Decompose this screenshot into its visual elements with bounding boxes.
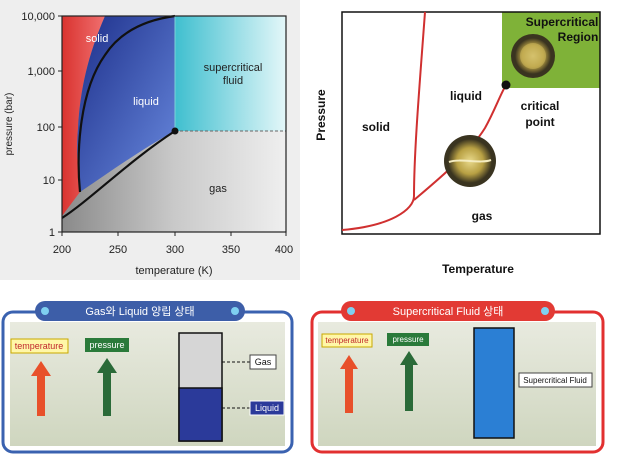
y-axis-label: Pressure — [314, 89, 328, 141]
critical-label: critical — [521, 99, 560, 113]
panel-title: Supercritical Fluid 상태 — [393, 305, 504, 318]
supercritical-label: Supercritical — [526, 15, 599, 29]
y-tick-label: 1,000 — [27, 66, 55, 78]
solid-label: solid — [362, 120, 390, 134]
fluid-label: fluid — [223, 75, 243, 87]
x-axis-label: Temperature — [442, 262, 514, 276]
pill-dot-icon — [41, 307, 49, 315]
temperature-up-arrow-icon — [31, 361, 51, 416]
pressure-up-arrow-icon — [97, 358, 117, 416]
gas-label: Gas — [255, 357, 272, 367]
y-tick-label: 1 — [49, 227, 55, 239]
x-tick-label: 200 — [53, 244, 71, 256]
liquid-label: liquid — [450, 89, 482, 103]
panel-title-pill — [35, 301, 245, 321]
pressure-label: pressure — [89, 340, 124, 350]
region-label: Region — [558, 30, 599, 44]
sketch-frame — [341, 11, 601, 235]
melting-curve — [341, 11, 426, 231]
liquid-tag — [249, 400, 285, 416]
x-axis-label: temperature (K) — [135, 265, 212, 277]
supercritical-panel: Supercritical Fluid 상태 temperature press… — [310, 301, 605, 454]
critical-point-marker — [501, 80, 511, 90]
pressure-tag — [387, 333, 429, 346]
pill-dot-icon — [231, 307, 239, 315]
two-phase-panel: Gas와 Liquid 양립 상태 temperature pressure G… — [1, 301, 294, 454]
phase-sketch: Supercritical Region liquid solid critic… — [314, 11, 601, 276]
gas-label: gas — [209, 183, 227, 195]
x-tick-label: 350 — [222, 244, 240, 256]
gas-tag — [249, 354, 277, 370]
pressure-label: pressure — [392, 335, 424, 344]
solid-label: solid — [86, 33, 109, 45]
y-axis-label: pressure (bar) — [4, 93, 15, 156]
temperature-label: temperature — [325, 336, 369, 345]
critical-point-marker — [171, 127, 179, 135]
panel-title: Gas와 Liquid 양립 상태 — [85, 305, 194, 318]
y-tick-label: 100 — [37, 122, 55, 134]
vaporization-curve — [413, 84, 507, 201]
temperature-label: temperature — [15, 341, 64, 351]
phase-chart: 10,000 1,000 100 10 1 200 250 300 350 40… — [0, 0, 300, 280]
supercritical-fluid-tag — [518, 372, 593, 388]
y-tick-label: 10 — [43, 175, 55, 187]
pressure-tag — [85, 338, 129, 352]
x-tick-label: 400 — [275, 244, 293, 256]
pressure-up-arrow-icon — [400, 351, 418, 411]
temperature-up-arrow-icon — [340, 355, 358, 413]
pill-dot-icon — [347, 307, 355, 315]
supercritical-fluid-fill — [473, 327, 515, 439]
plot-frame — [61, 15, 287, 233]
x-tick-label: 250 — [109, 244, 127, 256]
liquid-label: liquid — [133, 96, 159, 108]
supercritical-label: supercritical — [204, 62, 263, 74]
melting-curve — [77, 14, 176, 193]
vaporization-curve — [61, 130, 176, 219]
supercritical-sample-icon — [511, 34, 555, 78]
liquid-label: Liquid — [255, 403, 279, 413]
x-tick-label: 300 — [166, 244, 184, 256]
y-tick-label: 10,000 — [21, 11, 55, 23]
liquid-phase-fill — [178, 387, 223, 442]
liquid-gas-sample-icon — [444, 135, 496, 187]
supercritical-fluid-label: Supercritical Fluid — [523, 376, 587, 385]
temperature-tag — [321, 333, 373, 348]
supercritical-region — [175, 16, 286, 131]
solid-region — [62, 16, 105, 216]
panel-title-pill — [341, 301, 555, 321]
point-label: point — [525, 115, 554, 129]
pill-dot-icon — [541, 307, 549, 315]
gas-label: gas — [472, 209, 493, 223]
temperature-tag — [10, 338, 69, 354]
